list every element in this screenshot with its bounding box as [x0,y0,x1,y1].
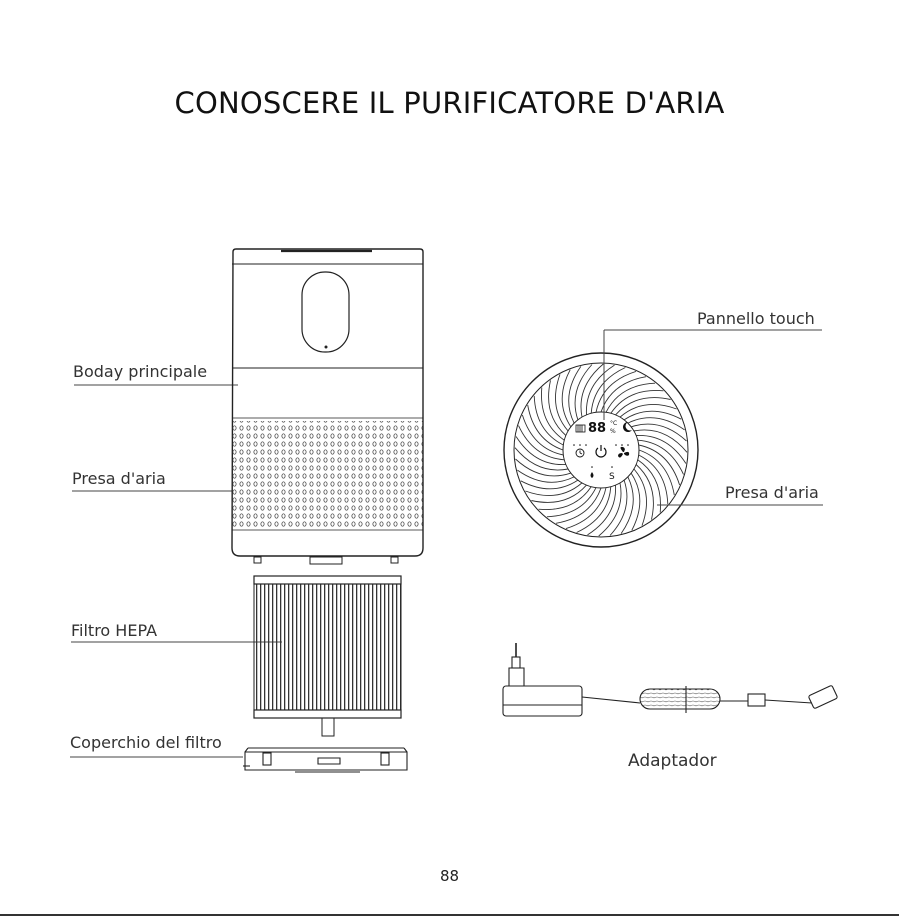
fan-blade [620,404,677,417]
fan-blade [621,477,633,534]
fan-blade [628,418,685,430]
bottom-rule [0,914,899,916]
fan-blade [541,388,564,441]
filter-cover-drawing [243,748,407,772]
fan-blade [581,364,603,417]
fan-blade [521,480,578,489]
panel-unit-c: °C [610,420,617,427]
fan-blade [577,487,611,533]
fan-blade [519,426,565,460]
leader-lines-right [604,330,823,505]
fan-blade [569,366,581,423]
adapter-drawing [503,643,838,716]
fan-blade [562,370,571,427]
fan-blade [516,437,566,465]
fan-blade [631,473,640,530]
fan-blade [517,470,574,482]
fan-blade [638,440,684,474]
fan-blade [515,448,568,470]
hepa-filter-drawing [254,576,401,736]
panel-unit-pct: % [610,428,616,435]
fan-blade [588,485,616,535]
fan-blade [591,368,625,414]
main-body-drawing [231,249,423,564]
fan-blade [599,483,621,536]
fan-blade [525,483,582,496]
fan-blade [586,365,614,415]
fan-blade [634,469,647,526]
fan-blade [611,390,664,413]
s-icon: S [609,472,615,482]
fan-blade [539,487,592,510]
page-number: 88 [0,867,899,885]
fan-blade [555,374,568,431]
fan-blade [634,430,687,452]
fan-blade [624,411,681,420]
fan-blade [636,435,686,463]
panel-display: 88 [588,421,606,436]
